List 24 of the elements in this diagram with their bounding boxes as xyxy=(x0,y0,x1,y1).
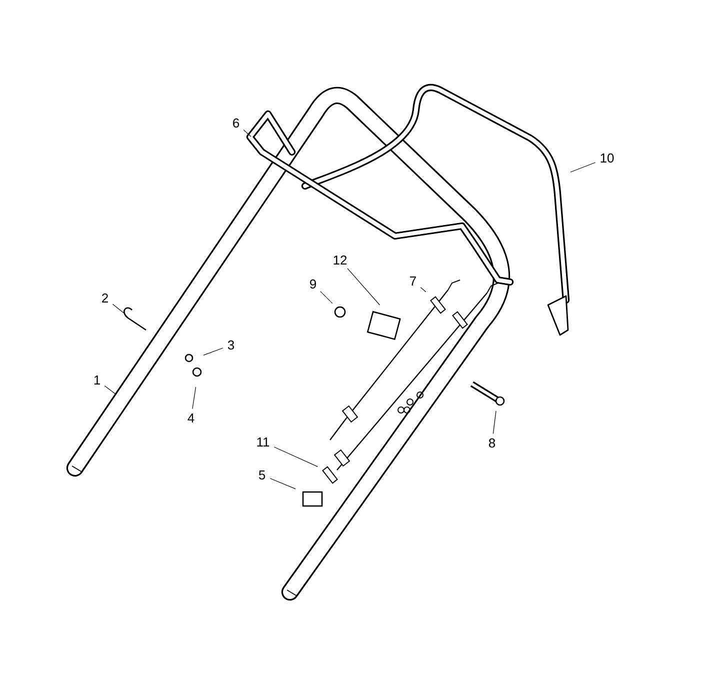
leader-line xyxy=(203,348,224,356)
leader-line xyxy=(570,162,596,172)
callout-number: 1 xyxy=(94,376,100,384)
callout-number: 5 xyxy=(258,470,266,480)
callout-number: 9 xyxy=(310,279,316,289)
leader-line xyxy=(192,386,196,410)
leader-line xyxy=(492,410,496,434)
leader-line xyxy=(320,291,333,304)
leader-line xyxy=(347,268,380,306)
leader-line xyxy=(243,130,252,137)
callout-number: 6 xyxy=(233,118,240,128)
leader-line xyxy=(270,478,296,490)
callout-number: 7 xyxy=(410,276,416,286)
callout-number: 2 xyxy=(102,293,108,303)
callout-number: 4 xyxy=(188,414,194,422)
callout-number: 10 xyxy=(600,153,614,163)
leader-line xyxy=(420,287,426,292)
leader-line xyxy=(104,386,116,394)
callout-number: 3 xyxy=(228,340,234,350)
callout-number: 12 xyxy=(334,255,347,265)
leader-line xyxy=(112,304,124,314)
leader-line xyxy=(274,446,318,467)
callout-number: 8 xyxy=(488,438,496,448)
callout-number: 11 xyxy=(257,438,270,446)
